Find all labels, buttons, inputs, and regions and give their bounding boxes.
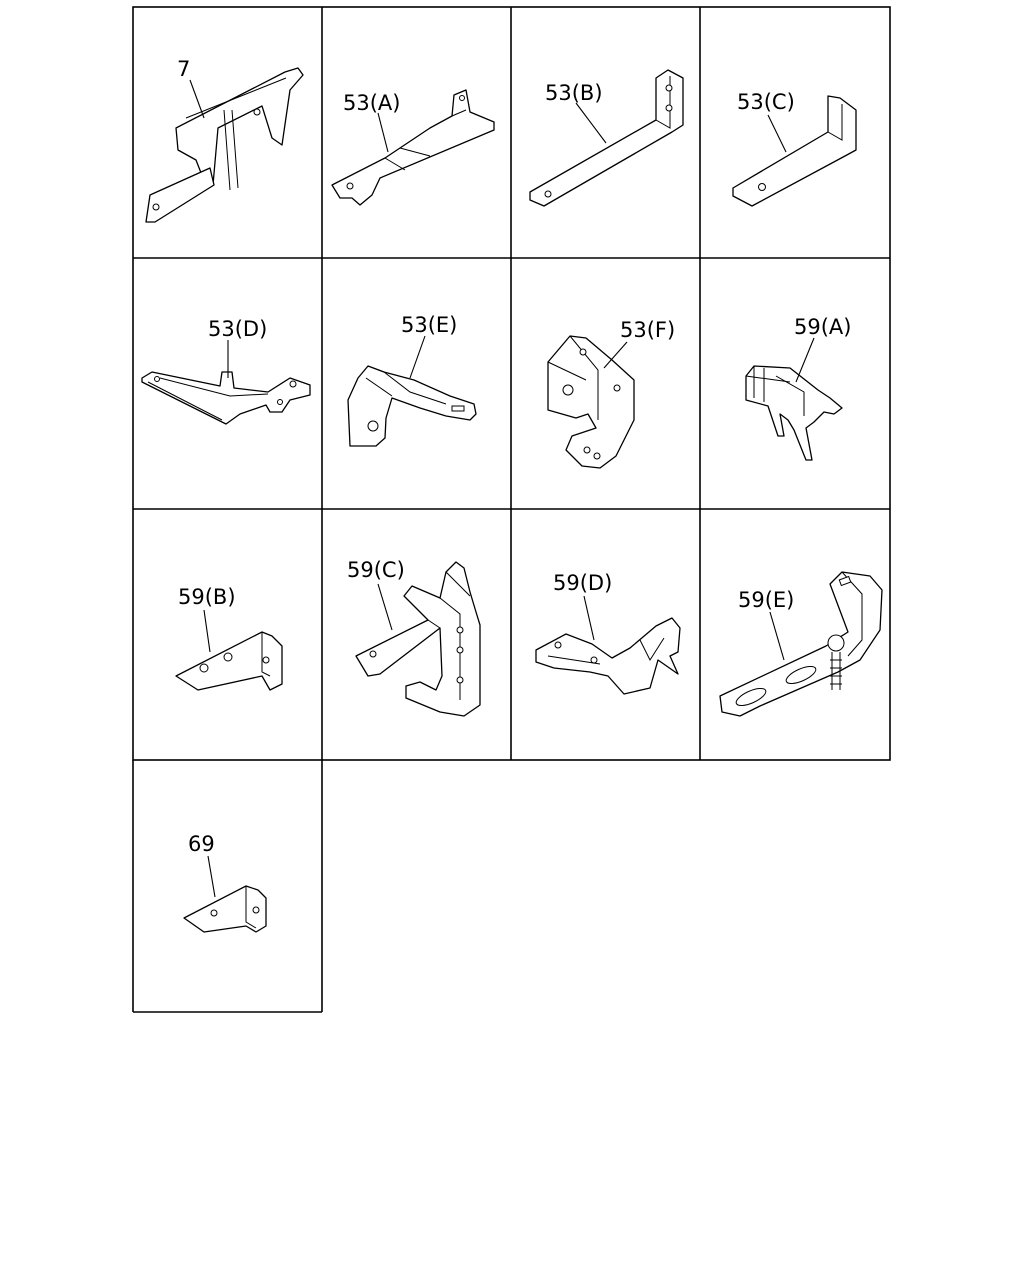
bracket-53e-drawing xyxy=(347,365,477,447)
bracket-53b-drawing xyxy=(529,69,684,207)
leader-59d xyxy=(583,595,595,641)
bracket-53a-drawing xyxy=(331,89,495,206)
label-59c: 59(C) xyxy=(347,558,405,582)
bracket-59a-drawing xyxy=(745,365,843,461)
leader-53b xyxy=(575,102,607,144)
label-59d: 59(D) xyxy=(553,571,612,595)
cell-part-53a[interactable]: 53(A) xyxy=(331,89,495,206)
cell-part-59b[interactable]: 59(B) xyxy=(175,585,283,691)
leader-59a xyxy=(795,337,815,383)
bracket-53d-drawing xyxy=(141,371,311,425)
cell-part-59a[interactable]: 59(A) xyxy=(745,315,851,461)
cell-part-7[interactable]: 7 xyxy=(145,57,304,223)
cell-part-53d[interactable]: 53(D) xyxy=(141,317,311,425)
leader-53e xyxy=(409,335,426,379)
cell-part-53b[interactable]: 53(B) xyxy=(529,69,684,207)
stud-bolt-59e xyxy=(830,652,842,690)
label-53a: 53(A) xyxy=(343,91,400,115)
leader-53a xyxy=(377,112,389,153)
cell-part-59d[interactable]: 59(D) xyxy=(535,571,681,695)
bracket-53f-drawing xyxy=(547,335,635,469)
leader-59b xyxy=(203,609,211,653)
label-7: 7 xyxy=(177,57,190,81)
bracket-7-drawing xyxy=(175,67,304,186)
bracket-7-flange xyxy=(145,167,215,223)
leader-59e xyxy=(769,611,785,661)
leader-59c xyxy=(377,583,393,631)
leader-7 xyxy=(189,79,205,119)
label-59b: 59(B) xyxy=(178,585,236,609)
grid-frame xyxy=(132,6,891,1013)
bracket-59c-drawing xyxy=(355,561,481,717)
leader-69 xyxy=(207,855,216,898)
label-69: 69 xyxy=(188,832,215,856)
cell-part-53f[interactable]: 53(F) xyxy=(547,318,675,469)
cell-part-53e[interactable]: 53(E) xyxy=(347,313,477,447)
cell-part-53c[interactable]: 53(C) xyxy=(732,90,857,207)
label-53c: 53(C) xyxy=(737,90,795,114)
label-59e: 59(E) xyxy=(738,588,794,612)
label-53f: 53(F) xyxy=(620,318,675,342)
leader-53c xyxy=(767,114,787,153)
label-53e: 53(E) xyxy=(401,313,457,337)
bracket-59d-drawing xyxy=(535,617,681,695)
bracket-53c-drawing xyxy=(732,95,857,207)
cell-part-59c[interactable]: 59(C) xyxy=(347,558,481,717)
label-53d: 53(D) xyxy=(208,317,267,341)
cell-part-69[interactable]: 69 xyxy=(183,832,267,933)
leader-53f xyxy=(603,341,628,369)
cell-part-59e[interactable]: 59(E) xyxy=(719,571,883,717)
label-53b: 53(B) xyxy=(545,81,603,105)
bracket-59e-drawing xyxy=(719,571,883,717)
label-59a: 59(A) xyxy=(794,315,851,339)
